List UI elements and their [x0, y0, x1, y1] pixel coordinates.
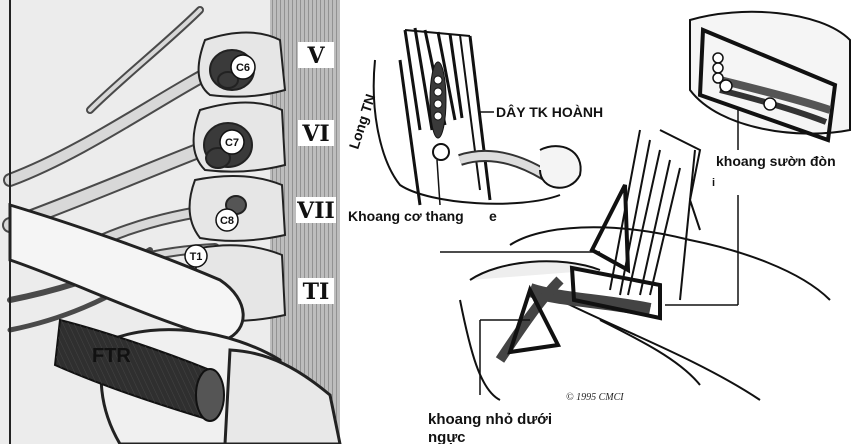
- root-label-c6: C6: [236, 62, 250, 74]
- numeral-vii: VII: [296, 198, 335, 224]
- subpectoral-label-line2: ngực: [428, 429, 466, 444]
- costoclavicular-inset: [690, 12, 850, 150]
- costoclavicular-suffix: i: [712, 177, 715, 189]
- right-anatomy-panel: DÂY TK HOÀNH Long TN Khoang cơ thang e k…: [346, 12, 850, 444]
- nerve-label: DÂY TK HOÀNH: [496, 103, 603, 120]
- numeral-vi: VI: [301, 121, 329, 147]
- numeral-ti: TI: [303, 279, 330, 305]
- scalene-space-label: Khoang cơ thang: [348, 208, 464, 224]
- ftr-label: FTR: [92, 345, 131, 367]
- thoracic-outlet-drawing: [440, 130, 830, 400]
- scalene-space-suffix: e: [489, 208, 497, 224]
- root-label-c8: C8: [220, 215, 234, 227]
- subpectoral-label-line1: khoang nhỏ dưới: [428, 411, 552, 428]
- copyright-label: © 1995 CMCI: [566, 392, 624, 403]
- long-tn-label: Long TN: [346, 92, 379, 151]
- numeral-v: V: [306, 43, 325, 69]
- root-label-c7: C7: [225, 137, 239, 149]
- root-label-t1: T1: [190, 251, 203, 263]
- left-anatomy-panel: V VI VII TI C6 C7 C8 T1 FTR: [0, 0, 340, 444]
- costoclavicular-label: khoang sườn đòn: [716, 153, 836, 169]
